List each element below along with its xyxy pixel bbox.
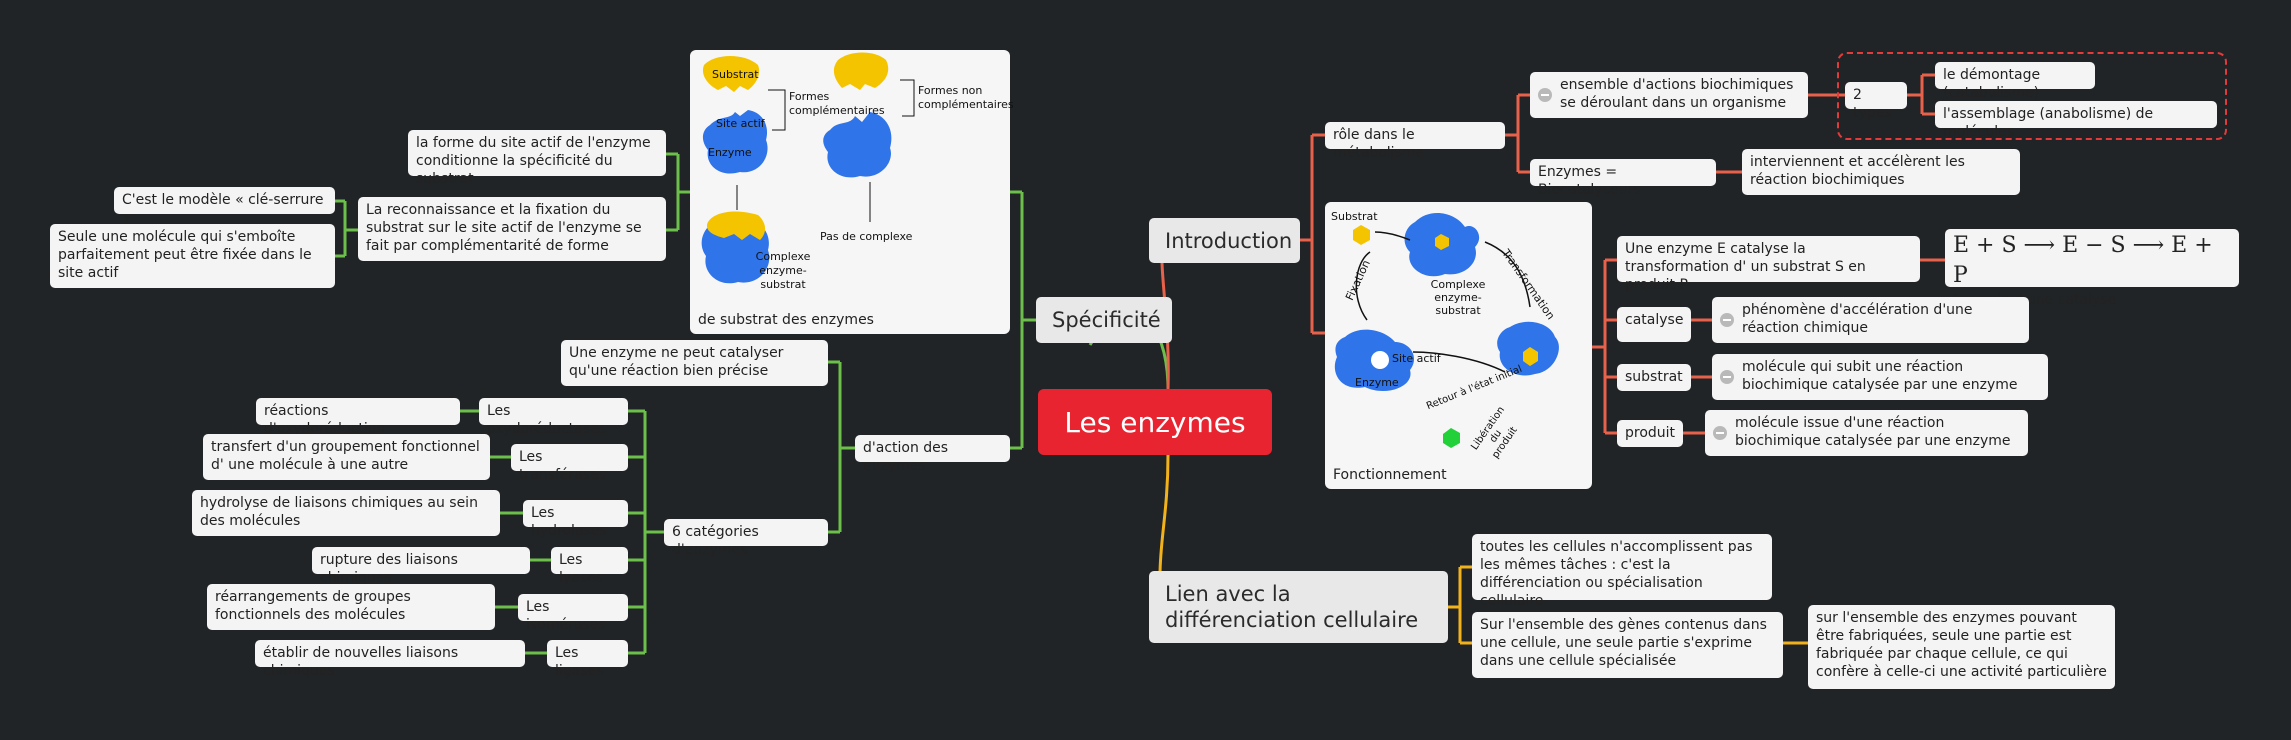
action-enzymes[interactable]: d'action des enzymes [855,435,1010,474]
diag-complexe-label: Complexe enzyme-substrat [755,250,811,291]
diag-substrat-label: Substrat [712,68,759,81]
enzyme-category-desc[interactable]: transfert d'un groupement fonctionnel d'… [203,434,490,480]
formule: E + S ⟶ E − S ⟶ E + P [1953,233,2213,288]
enzyme-category-desc[interactable]: rupture des liaisons chimiques [312,547,530,586]
ensemble-text: ensemble d'actions biochimiques se dérou… [1560,77,1794,111]
fonctionnement-caption: Fonctionnement [1333,467,1447,483]
fonct-substrat-label: Substrat [1331,210,1378,223]
collapse-icon[interactable] [1713,426,1727,440]
interviennent[interactable]: interviennent et accélèrent les réaction… [1742,149,2020,195]
differenciation-topic[interactable]: Lien avec la différenciation cellulaire [1149,571,1448,643]
enzyme-category[interactable]: Les hydrolases [523,500,628,539]
central-topic[interactable]: Les enzymes [1038,389,1272,455]
produit-node[interactable]: produit [1617,420,1684,447]
substrat-caption: de substrat des enzymes [698,312,874,328]
seule-molecule[interactable]: Seule une molécule qui s'emboîte parfait… [50,224,335,288]
diag-formes-non-label: Formes non complémentaires [918,84,1014,111]
deux-types[interactable]: 2 types [1845,82,1907,121]
substrat-node[interactable]: substrat [1617,364,1691,391]
anabolisme[interactable]: l'assemblage (anabolisme) de molécules [1935,101,2217,140]
collapse-icon[interactable] [1538,88,1552,102]
enzyme-category[interactable]: Les isomérases [518,594,628,633]
produit-shape [1443,428,1460,448]
produit-def-text: molécule issue d'une réaction biochimiqu… [1735,415,2011,449]
enzyme-category-desc[interactable]: hydrolyse de liaisons chimiques au sein … [192,490,500,536]
substrat-def-text: molécule qui subit une réaction biochimi… [1742,359,2018,393]
substrat-shape [1353,225,1370,245]
biocatalyseurs[interactable]: Enzymes = Biocatalyseurs [1530,159,1716,198]
collapse-icon[interactable] [1720,313,1734,327]
catabolisme[interactable]: le démontage (catabolisme) [1935,62,2095,101]
modele-cle-serrure[interactable]: C'est le modèle « clé-serrure » [114,187,335,226]
role-metabolisme[interactable]: rôle dans le métabolisme [1325,122,1505,161]
specificite-substrat-diagram: Substrat Site actif Enzyme Formes complé… [690,50,1014,334]
produit-definition[interactable]: molécule issue d'une réaction biochimiqu… [1705,410,2028,456]
diag-site-actif-label: Site actif [716,117,765,130]
diag-pas-complexe-label: Pas de complexe [820,230,913,243]
cle-serrure-illustration [701,52,915,284]
ensemble-genes[interactable]: Sur l'ensemble des gènes contenus dans u… [1472,612,1783,678]
specificite-topic[interactable]: Spécificité [1036,297,1172,343]
substrat-definition[interactable]: molécule qui subit une réaction biochimi… [1712,354,2048,400]
catalyse-transformation[interactable]: Une enzyme E catalyse la transformation … [1617,236,1920,293]
reconnaissance-fixation[interactable]: La reconnaissance et la fixation du subs… [358,197,666,261]
catalyse-def-text: phénomène d'accélération d'une réaction … [1742,302,1973,336]
fonct-site-actif-label: Site actif [1392,352,1441,365]
catalyse-node[interactable]: catalyse [1617,307,1692,342]
ensemble-actions[interactable]: ensemble d'actions biochimiques se dérou… [1530,72,1808,118]
diag-formes-comp-label: Formes complémentaires [789,90,885,117]
enzyme-category-desc[interactable]: réactions d'oxydoréduction [256,398,460,437]
enzyme-category[interactable]: Les oxydoréductases [479,398,628,437]
forme-site-actif[interactable]: la forme du site actif de l'enzyme condi… [408,130,666,187]
types-boundary [1837,52,2227,140]
enzyme-category-desc[interactable]: établir de nouvelles liaisons chimiques [255,640,525,679]
enzyme-category[interactable]: Les transférases [511,444,628,483]
catalyse-definition[interactable]: phénomène d'accélération d'une réaction … [1712,297,2029,343]
fonct-complexe-label: Complexe enzyme-substrat [1430,278,1486,317]
enzyme-category-desc[interactable]: réarrangements de groupes fonctionnels d… [207,584,495,630]
formule-catalyse[interactable]: E + S ⟶ E − S ⟶ E + P Formule d'une cata… [1945,229,2239,308]
une-enzyme-reaction[interactable]: Une enzyme ne peut catalyser qu'une réac… [561,340,828,386]
enzyme-category[interactable]: Les ligases [547,640,628,679]
six-categories[interactable]: 6 catégories d'enzymes [664,519,828,558]
enzyme-category[interactable]: Les lyases [551,547,628,586]
fonctionnement-diagram: Substrat Complexe enzyme-substrat Transf… [1325,202,1592,489]
toutes-cellules[interactable]: toutes les cellules n'accomplissent pas … [1472,534,1772,609]
fonct-enzyme-label: Enzyme [1355,376,1399,389]
ensemble-enzymes[interactable]: sur l'ensemble des enzymes pouvant être … [1808,605,2115,689]
fonctionnement-illustration [1334,212,1559,448]
collapse-icon[interactable] [1720,370,1734,384]
introduction-topic[interactable]: Introduction [1149,218,1300,263]
diag-enzyme-label: Enzyme [708,146,752,159]
